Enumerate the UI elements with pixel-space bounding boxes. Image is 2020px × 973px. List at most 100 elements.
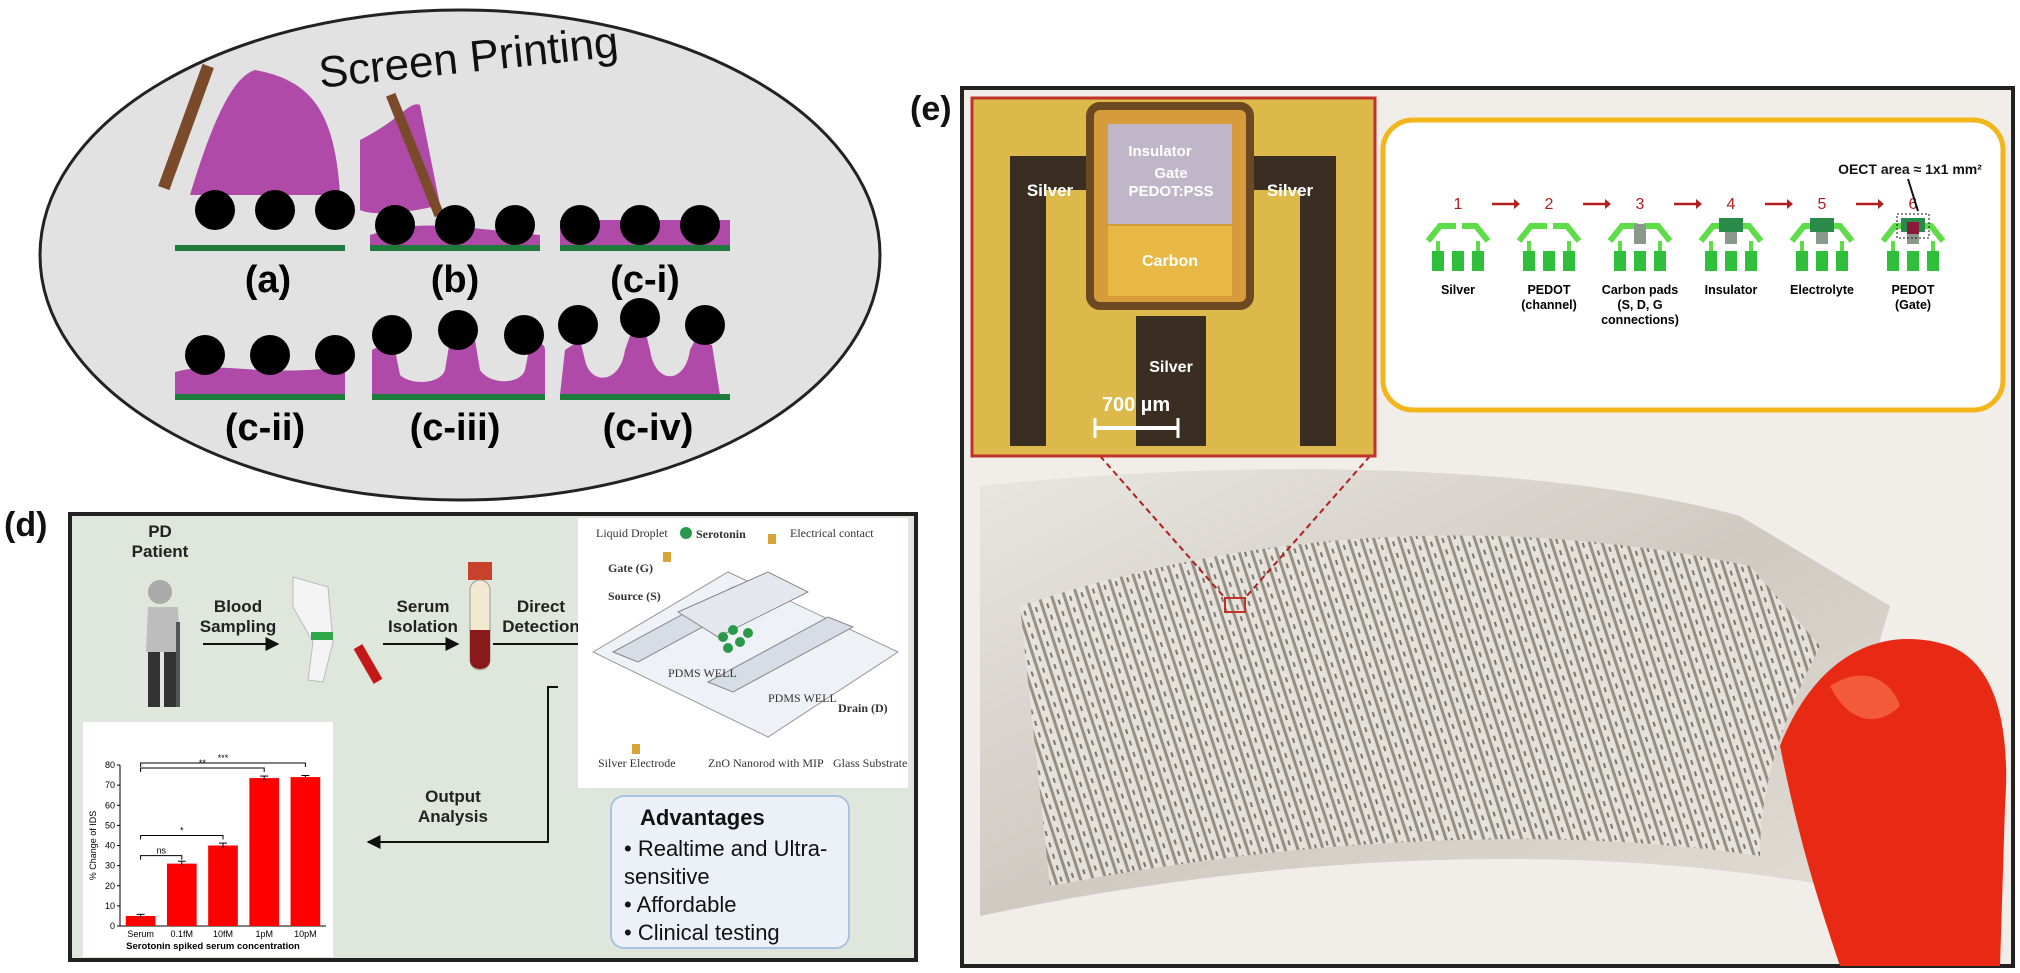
pedot-gate [1907,222,1919,234]
y-tick-label: 70 [105,780,115,790]
step-label: connections) [1601,313,1679,327]
pdms-well-label-2: PDMS WELL [768,691,837,705]
x-tick-label: 10fM [213,929,233,939]
step-c-iv-illustration [558,298,730,400]
bar [166,863,197,926]
step-label-a: (a) [245,259,291,301]
step-c-ii-illustration [175,335,355,400]
advantages-title: Advantages [640,805,765,830]
electrical-contact-legend: Electrical contact [790,526,874,540]
x-tick-label: 0.1fM [171,929,194,939]
y-tick-label: 60 [105,800,115,810]
x-tick-label: 1pM [255,929,273,939]
step-a-illustration [158,63,355,251]
silver-bottom-label: Silver [1149,359,1193,376]
step-label: (Gate) [1895,298,1931,312]
gate-label: Gate (G) [608,561,653,575]
step-label-b: (b) [431,259,480,301]
silver-electrode-legend: Silver Electrode [598,756,676,770]
y-tick-label: 80 [105,760,115,770]
y-tick-label: 50 [105,820,115,830]
drain-label: Drain (D) [838,701,888,715]
step-number: 5 [1818,196,1827,213]
step-label-c-iii: (c-iii) [410,407,501,449]
step-label-c-ii: (c-ii) [225,407,305,449]
y-axis-label: % Change of IDS [88,811,98,881]
arm-blood-sampling-icon [292,576,383,684]
pedot-micro-label: PEDOT:PSS [1128,183,1213,200]
carbon-pad [1634,224,1646,244]
silver-left-label: Silver [1027,181,1074,200]
insulator-label: Insulator [1128,143,1192,160]
oect-area-label: OECT area ≈ 1x1 mm² [1838,161,1982,177]
step-number: 6 [1909,196,1918,213]
step-c-i-illustration [560,205,730,251]
step-label: (S, D, G [1617,298,1662,312]
pad [1887,251,1899,271]
zoom-region-marker [1224,597,1246,613]
step-number: 1 [1454,196,1463,213]
serotonin-legend: Serotonin [696,527,746,541]
red-glove-hand-photo [1780,639,2007,966]
step-number: 4 [1727,196,1736,213]
advantage-item: • Clinical testing [624,920,780,945]
pad [1816,251,1828,271]
significance-label: ns [156,846,166,856]
bar [249,778,280,926]
pad [1452,251,1464,271]
step-label: (channel) [1521,298,1577,312]
serum-tube-icon [468,562,492,671]
silver-right-label: Silver [1267,181,1314,200]
advantage-item: • Realtime and Ultra-sensitive [624,836,828,889]
bar [208,845,238,926]
step-label: Electrolyte [1790,283,1854,297]
pad [1523,251,1535,271]
step-arrowhead [1787,199,1793,209]
electrode-trace [1607,223,1673,243]
bar [290,777,321,926]
panel-d-letter: (d) [4,506,48,544]
oect-device-schematic: Liquid Droplet Serotonin Electrical cont… [578,518,908,788]
pad [1472,251,1484,271]
significance-label: *** [218,753,229,763]
advantage-item: • Affordable [624,892,737,917]
pad [1796,251,1808,271]
significance-label: * [180,825,184,835]
step-label-c-i: (c-i) [610,259,680,301]
step-number: 2 [1545,196,1554,213]
y-tick-label: 30 [105,861,115,871]
pad [1654,251,1666,271]
panel-e-frame: Insulator Gate PEDOT:PSS Silver Silver C… [960,86,2015,968]
pad [1745,251,1757,271]
step-arrowhead [1605,199,1611,209]
flexible-film-roll-photo [980,455,1890,916]
step-label-c-iv: (c-iv) [603,407,694,449]
electrode-trace [1516,223,1582,243]
liquid-droplet-legend: Liquid Droplet [596,526,668,540]
pad [1725,251,1737,271]
step-arrowhead [1878,199,1884,209]
x-axis-label: Serotonin spiked serum concentration [126,941,300,952]
step-label: Carbon pads [1602,283,1678,297]
pad [1432,251,1444,271]
advantages-list: • Realtime and Ultra-sensitive • Afforda… [624,835,848,947]
insulator-layer [1810,218,1834,232]
gate-micro-label: Gate [1154,165,1187,182]
step-label: Silver [1441,283,1475,297]
glass-substrate-legend: Glass Substrate [833,756,907,770]
insulator-layer [1719,218,1743,232]
step-b-illustration [360,92,540,251]
step-label: PEDOT [1527,283,1570,297]
y-tick-label: 0 [110,921,115,931]
pad [1705,251,1717,271]
y-tick-label: 20 [105,881,115,891]
x-tick-label: Serum [127,929,154,939]
step-arrowhead [1514,199,1520,209]
scale-bar-label: 700 µm [1102,394,1170,416]
pad [1614,251,1626,271]
